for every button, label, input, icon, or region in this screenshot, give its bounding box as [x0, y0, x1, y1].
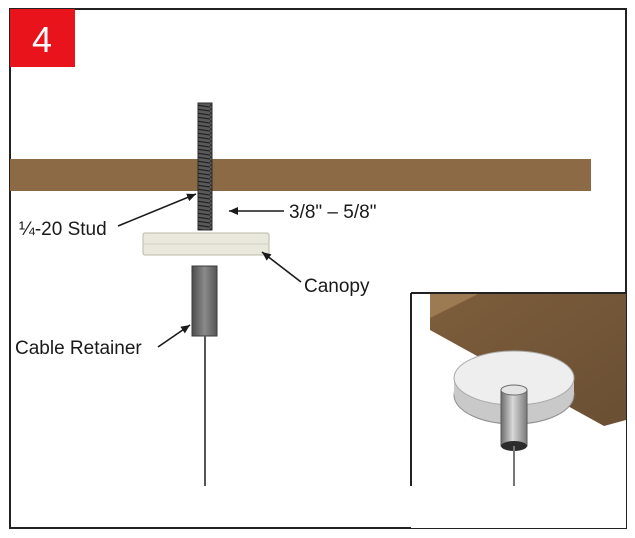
retainer-leader-arrow	[157, 324, 191, 348]
cable-retainer-label: Cable Retainer	[15, 338, 142, 359]
stud-leader-arrow	[117, 193, 197, 227]
canopy-label: Canopy	[304, 276, 370, 297]
threaded-stud	[197, 102, 213, 231]
canopy-disc	[142, 232, 270, 256]
ceiling-board	[10, 159, 591, 191]
canopy-leader-arrow	[261, 251, 302, 283]
cable-retainer	[191, 265, 218, 337]
stud-label: ¼-20 Stud	[19, 219, 107, 240]
step-badge: 4	[10, 9, 75, 67]
step-number: 4	[32, 19, 52, 60]
gap-label: 3/8" – 5/8"	[289, 202, 376, 223]
inset-detail-view	[410, 292, 626, 528]
